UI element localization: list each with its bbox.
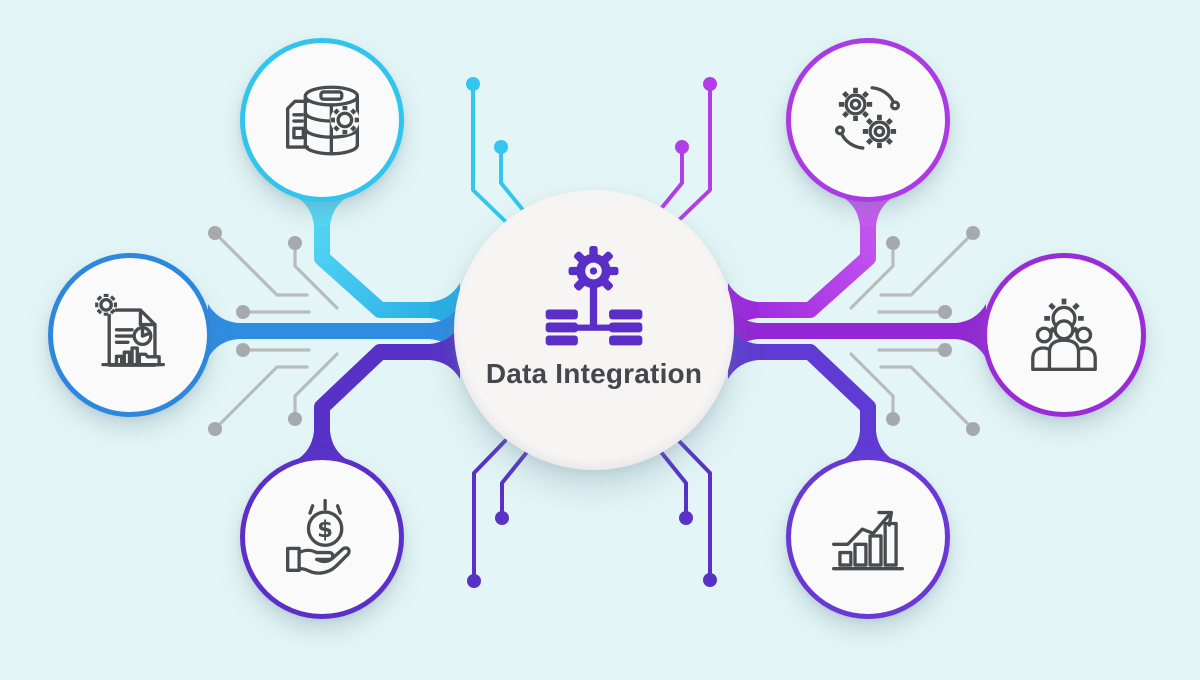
node-reporting [48,253,212,417]
growth-bar-chart-arrow-icon [832,510,904,571]
database-document-gear-icon [286,85,360,156]
node-team-collaboration [982,253,1146,417]
node-database-sync [240,38,404,202]
connector-top-left [314,200,452,318]
diagram-title: Data Integration [485,357,703,389]
main-connectors [208,196,986,461]
node-business-growth [786,455,950,619]
thin-colored-traces [466,77,717,588]
connector-top-right [736,200,876,318]
team-gear-icon [1031,298,1097,371]
report-document-analytics-icon [95,293,165,367]
center-node-data-integration: Data Integration [454,190,734,470]
database-bars-glyph [545,286,643,345]
node-process-automation [786,38,950,202]
dual-gears-sync-icon [834,86,901,150]
svg-text:$: $ [317,517,333,543]
connector-bottom-left [314,344,452,458]
gear-database-network-icon [545,245,643,345]
center-content: Data Integration [486,245,702,390]
node-cost-savings: $ [240,455,404,619]
gray-circuit-traces [208,226,980,436]
hand-dollar-coin-icon: $ [286,498,351,575]
connector-bottom-right [736,344,876,458]
